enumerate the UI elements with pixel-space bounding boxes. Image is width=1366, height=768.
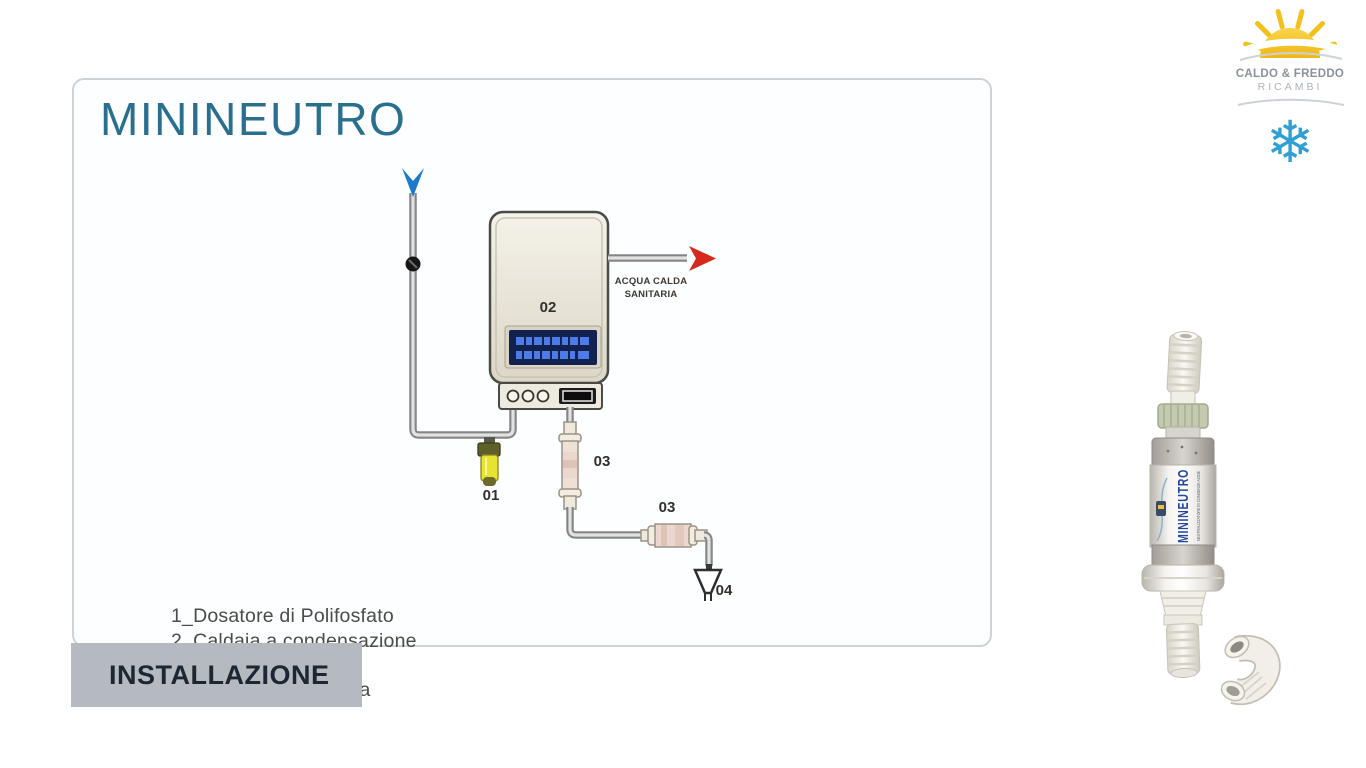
product-photo: MININEUTRO NEUTRALIZZATORE DI CONDENSE A… <box>1141 331 1281 706</box>
logo-divider <box>1237 98 1345 106</box>
legend-item-1: 1_Dosatore di Polifosfato <box>171 605 394 627</box>
canister-top <box>1151 437 1215 469</box>
top-collar <box>1170 390 1196 406</box>
product-label: MININEUTRO <box>1175 469 1192 543</box>
drain-pipe <box>703 531 713 566</box>
label-neutralizzatore-horiz: 03 <box>659 499 676 516</box>
installation-diagram: 01 02 ACQUA CALDA SANITARIA <box>402 168 733 601</box>
inlet-pipe <box>409 193 517 439</box>
outflow-label-line1: ACQUA CALDA <box>615 276 688 287</box>
label-scarico: 04 <box>716 582 733 599</box>
condensate-pipe-lower <box>566 507 642 539</box>
valve-icon <box>405 256 421 272</box>
hot-water-arrow-icon <box>689 246 716 271</box>
drain-funnel <box>693 564 723 601</box>
label-dosatore: 01 <box>483 487 500 504</box>
sun-icon <box>1236 9 1346 61</box>
polyphosphate-filter <box>477 437 501 486</box>
page-title: MININEUTRO <box>100 93 407 145</box>
boiler-display <box>504 325 602 369</box>
label-caldaia: 02 <box>540 299 557 316</box>
neutralizer-vertical <box>558 421 582 510</box>
cold-water-arrow-icon <box>402 168 424 197</box>
neck <box>1165 426 1201 440</box>
product-label-body <box>1149 464 1217 548</box>
brand-logo: CALDO & FREDDO RICAMBI ❄ <box>1232 6 1348 171</box>
hose-barb-top-icon <box>1166 331 1203 395</box>
brand-subtitle: RICAMBI <box>1257 81 1323 93</box>
outflow-label-line2: SANITARIA <box>625 289 678 300</box>
ribbed-cone <box>1159 590 1207 626</box>
product-sublabel: NEUTRALIZZATORE DI CONDENSE ACIDE <box>1196 471 1201 541</box>
section-banner: INSTALLAZIONE <box>71 643 362 707</box>
bottom-flange <box>1141 564 1225 592</box>
brand-name: CALDO & FREDDO <box>1235 68 1345 80</box>
compression-nut-icon <box>1157 403 1209 429</box>
elbow-fitting-icon <box>1220 634 1281 706</box>
canister-bottom <box>1151 544 1215 568</box>
boiler-control-strip <box>498 382 603 410</box>
hose-barb-bottom-icon <box>1165 623 1201 679</box>
neutralizer-horizontal <box>640 523 708 548</box>
label-neutralizzatore-vert: 03 <box>594 453 611 470</box>
snowflake-icon: ❄ <box>1265 108 1315 176</box>
